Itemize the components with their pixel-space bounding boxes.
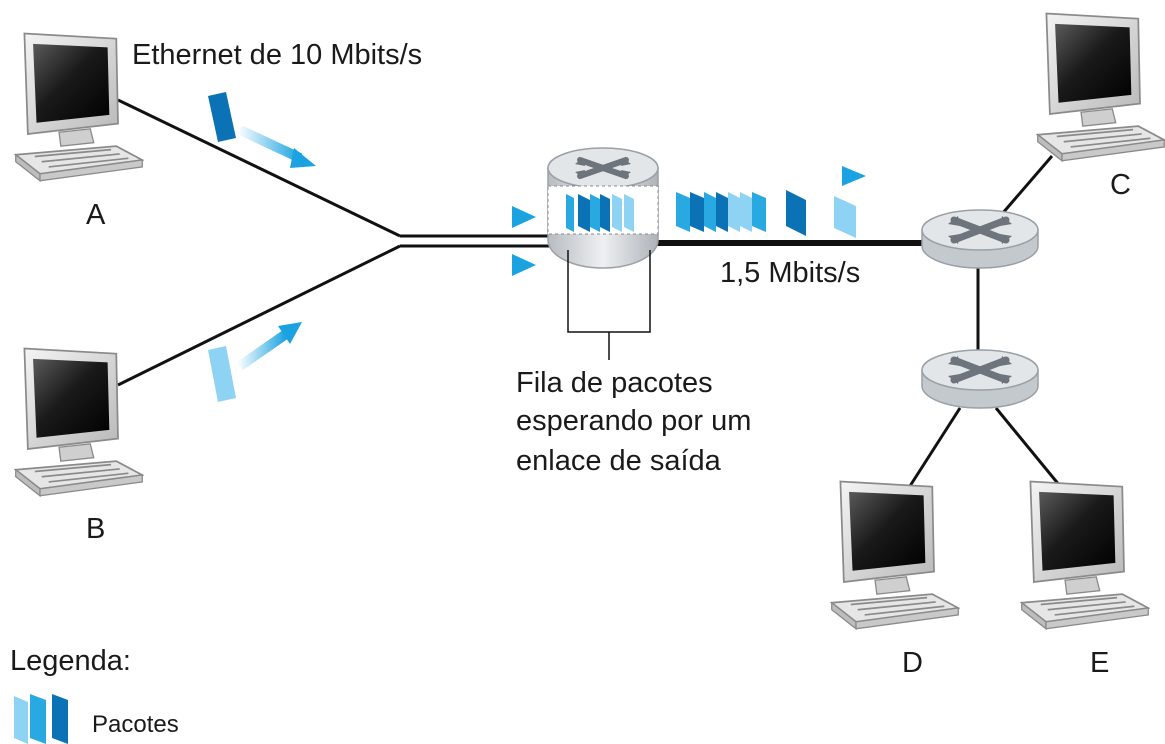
links bbox=[117, 98, 1062, 487]
arrow-icon bbox=[842, 166, 866, 186]
arrow-icon bbox=[237, 125, 303, 163]
queued-packets bbox=[566, 194, 634, 232]
label-queue-line1: Fila de pacotes bbox=[516, 367, 713, 399]
link-b-router bbox=[117, 244, 401, 387]
arrows bbox=[237, 125, 866, 371]
label-host-a: A bbox=[86, 199, 106, 231]
label-output-link: 1,5 Mbits/s bbox=[720, 257, 860, 289]
router-icon[interactable] bbox=[922, 350, 1038, 408]
link-router-e bbox=[994, 407, 1062, 487]
packet-icon bbox=[600, 194, 610, 232]
packet-icon bbox=[676, 192, 690, 232]
label-host-c: C bbox=[1110, 169, 1131, 201]
arrow-icon bbox=[278, 322, 302, 344]
label-host-b: B bbox=[86, 513, 105, 545]
packet-icon bbox=[690, 192, 704, 232]
packet-icon bbox=[740, 192, 752, 232]
legend: Legenda: Pacotes bbox=[10, 645, 179, 744]
arrow-icon bbox=[290, 148, 316, 168]
packet-icon bbox=[566, 194, 574, 232]
packet-icon bbox=[14, 696, 28, 744]
legend-title: Legenda: bbox=[10, 645, 131, 677]
packet-icon bbox=[834, 196, 856, 238]
packet-icon bbox=[752, 192, 766, 232]
router-icon[interactable] bbox=[922, 210, 1038, 268]
packet-icon bbox=[208, 346, 236, 402]
legend-item-packets: Pacotes bbox=[92, 711, 179, 738]
packet-icon bbox=[208, 92, 236, 142]
packet-icon bbox=[728, 192, 740, 232]
computer-icon[interactable] bbox=[14, 32, 144, 182]
arrow-icon bbox=[512, 206, 536, 228]
packet-icon bbox=[716, 192, 728, 232]
packet-icon bbox=[590, 194, 600, 232]
computer-icon[interactable] bbox=[14, 347, 144, 497]
label-ethernet-link: Ethernet de 10 Mbits/s bbox=[132, 39, 422, 71]
arrow-icon bbox=[512, 254, 536, 276]
packet-icon bbox=[52, 694, 68, 744]
packet-icon bbox=[624, 194, 634, 232]
computer-icon[interactable] bbox=[830, 480, 960, 630]
label-host-e: E bbox=[1090, 647, 1109, 679]
link-a-router bbox=[117, 98, 401, 238]
queue-bracket bbox=[567, 250, 651, 360]
label-host-d: D bbox=[902, 647, 923, 679]
arrow-icon bbox=[237, 329, 289, 371]
packet-icon bbox=[30, 694, 46, 744]
link-router-d bbox=[908, 407, 962, 487]
computer-icon[interactable] bbox=[1020, 480, 1150, 630]
link-router-c bbox=[1000, 155, 1054, 215]
computer-icon[interactable] bbox=[1036, 12, 1165, 162]
label-queue-line2: esperando por um bbox=[516, 405, 751, 437]
packet-icon bbox=[704, 192, 716, 232]
packet-icon bbox=[578, 194, 590, 232]
packet-icon bbox=[612, 194, 622, 232]
packet-icon bbox=[786, 190, 806, 236]
outgoing-packets bbox=[676, 190, 856, 238]
label-queue-line3: enlace de saída bbox=[516, 445, 722, 477]
